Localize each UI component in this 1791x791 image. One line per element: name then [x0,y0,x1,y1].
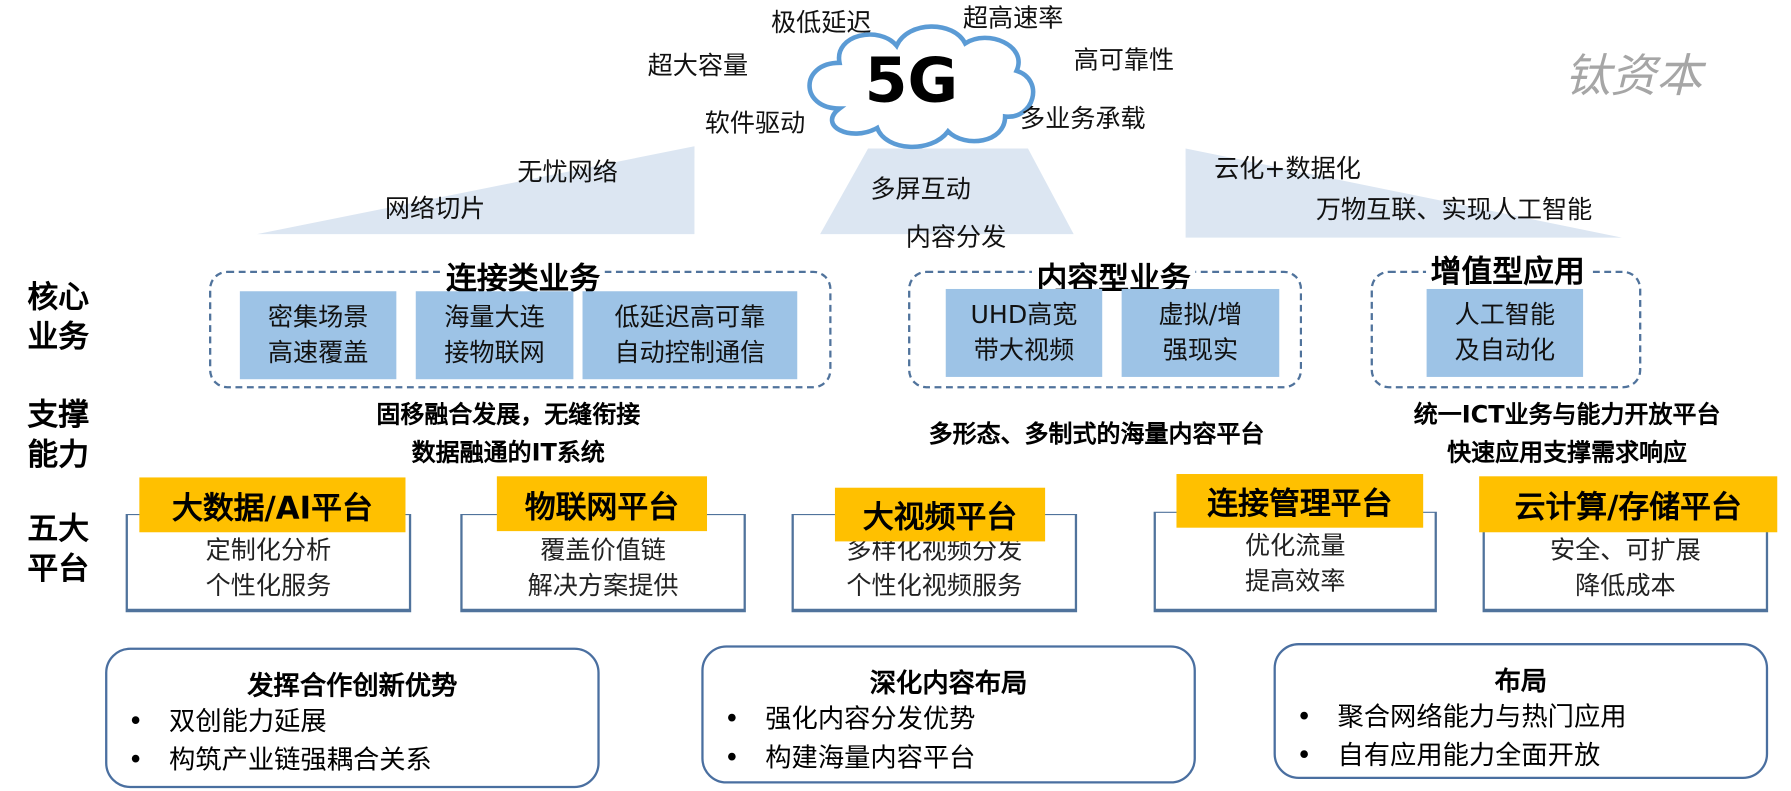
platform-line: 提高效率 [1244,567,1346,597]
core-item-line: 虚拟/增 [1158,300,1243,330]
core-item: 海量大连接物联网 [415,291,574,380]
trend-text: 云化+数据化 [1214,155,1361,184]
row-label-line: 五大 [27,511,90,548]
platform-line: 降低成本 [1575,572,1676,601]
platform-line: 解决方案提供 [527,572,679,601]
core-item: 人工智能及自动化 [1426,288,1584,377]
strategy-bullet: • 自有应用能力全面开放 [1296,737,1765,776]
platform-line: 覆盖价值链 [540,536,666,566]
strategy-box: 布局 • 聚合网络能力与热门应用 • 自有应用能力全面开放 [1273,643,1769,779]
core-item-line: 高速覆盖 [267,338,369,368]
trend-text: 无忧网络 [517,158,618,188]
platform-box: 优化流量提高效率 [1153,511,1437,613]
bullet-text: 自有应用能力全面开放 [1337,741,1601,771]
cloud-icon [807,24,1036,150]
support-line: 快速应用支撑需求响应 [1447,438,1688,467]
core-group-title: 连接类业务 [441,253,605,299]
bullet-text: 强化内容分发优势 [765,704,976,735]
bullet-text: 构建海量内容平台 [765,743,976,774]
core-item-line: 及自动化 [1454,336,1556,365]
core-item: 虚拟/增强现实 [1121,288,1280,377]
left-trend-triangle [256,146,695,235]
attribute-label: 高可靠性 [1073,46,1175,76]
bullet-text: 聚合网络能力与热门应用 [1337,702,1627,733]
bullet-icon: • [1296,702,1312,733]
strategy-title: 发挥合作创新优势 [247,671,458,702]
attribute-label: 极低延迟 [770,9,872,38]
core-item-line: 海量大连 [444,303,545,332]
platform-line: 定制化分析 [205,536,332,566]
bullet-icon: • [127,745,144,776]
platform-line: 优化流量 [1244,532,1346,561]
row-label-core: 核心业务 [27,278,89,358]
core-item-line: UHD高宽 [970,300,1078,330]
platform-line: 多样化视频分发 [846,536,1023,566]
cloud-label: 5G [864,44,959,117]
strategy-title: 布局 [1494,667,1548,697]
core-item-line: 自动控制通信 [614,338,766,368]
trend-text: 万物互联、实现人工智能 [1315,196,1593,226]
attribute-label: 超大容量 [647,52,749,82]
bullet-icon: • [724,743,740,774]
strategy-box: 深化内容布局 • 强化内容分发优势 • 构建海量内容平台 [701,645,1196,784]
attribute-label: 软件驱动 [704,109,806,139]
support-line: 固移融合发展，无缝衔接 [376,400,641,429]
row-label-line: 核心 [27,279,90,316]
row-label-support: 支撑能力 [27,395,89,475]
middle-trend-trapezoid [820,148,1074,235]
trend-text: 多屏互动 [870,175,971,205]
bullet-icon: • [724,704,740,735]
strategy-title: 深化内容布局 [869,669,1028,700]
watermark: 钛资本 [1564,50,1702,103]
strategy-bullet: • 聚合网络能力与热门应用 [1296,698,1765,737]
platform-title: 大数据/AI平台 [139,477,406,533]
core-item: UHD高宽带大视频 [945,288,1103,377]
platform-title: 物联网平台 [496,476,708,532]
support-line: 多形态、多制式的海量内容平台 [928,420,1265,448]
trend-text: 内容分发 [905,223,1007,253]
attribute-label: 超高速率 [962,4,1064,34]
support-text: 多形态、多制式的海量内容平台 [929,416,1265,454]
support-text: 固移融合发展，无缝衔接数据融通的IT系统 [376,396,640,471]
platform-title: 云计算/存储平台 [1479,476,1778,533]
strategy-bullet: • 双创能力延展 [128,702,597,741]
core-item: 密集场景高速覆盖 [239,291,397,380]
strategy-box: 发挥合作创新优势 • 双创能力延展 • 构筑产业链强耦合关系 [105,647,600,789]
platform-title: 大视频平台 [834,487,1046,542]
row-label-line: 支撑 [27,397,90,433]
right-trend-triangle [1185,148,1622,238]
core-item-line: 低延迟高可靠 [614,303,766,332]
bullet-icon: • [127,707,144,737]
core-group-title: 增值型应用 [1426,246,1590,292]
support-line: 数据融通的IT系统 [411,438,605,467]
support-line: 统一ICT业务与能力开放平台 [1413,400,1721,429]
core-item-line: 带大视频 [973,336,1075,365]
row-label-platforms: 五大平台 [27,509,89,589]
trend-text: 网络切片 [384,195,486,224]
support-text: 统一ICT业务与能力开放平台快速应用支撑需求响应 [1414,396,1721,471]
row-label-line: 能力 [27,437,90,473]
core-item-line: 人工智能 [1454,300,1556,330]
core-item-line: 接物联网 [444,338,545,368]
row-label-line: 平台 [27,551,90,588]
bullet-icon: • [1296,741,1312,771]
row-label-line: 业务 [27,319,90,356]
core-item-line: 强现实 [1162,336,1239,365]
platform-title: 连接管理平台 [1176,474,1424,528]
strategy-bullet: • 强化内容分发优势 [724,700,1193,739]
platform-line: 个性化视频服务 [846,572,1023,601]
strategy-bullet: • 构建海量内容平台 [724,739,1193,778]
core-item: 低延迟高可靠自动控制通信 [582,291,798,380]
attribute-label: 多业务承载 [1019,105,1146,134]
core-item-line: 密集场景 [267,303,369,332]
strategy-bullet: • 构筑产业链强耦合关系 [128,741,597,780]
platform-line: 个性化服务 [205,572,332,601]
platform-line: 安全、可扩展 [1549,536,1701,566]
bullet-text: 构筑产业链强耦合关系 [169,745,432,776]
bullet-text: 双创能力延展 [169,707,327,737]
